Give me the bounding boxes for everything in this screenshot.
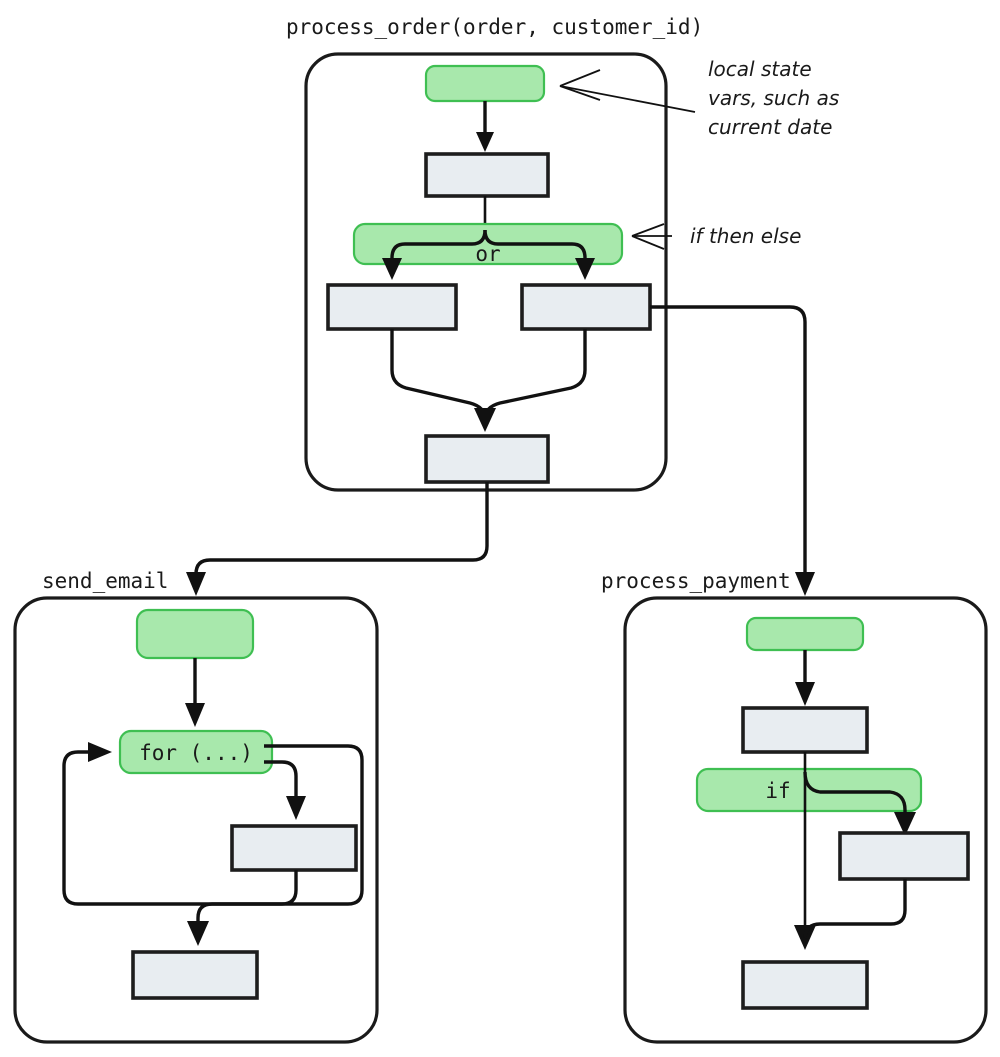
- node-pp-state[interactable]: [745, 616, 865, 652]
- node-se-after[interactable]: [131, 950, 259, 1000]
- node-po-then[interactable]: [326, 283, 458, 331]
- annot-local-state-line-1: local state: [708, 57, 812, 81]
- edge-po-branch-left: [390, 229, 487, 266]
- panel-title-send-email: send_email: [42, 569, 168, 593]
- annot-local-state-barb-lower: [559, 85, 601, 101]
- edge-se-loop-to-body: [264, 760, 298, 800]
- arrowhead-se-loop-to-body: [286, 796, 306, 820]
- arrowhead-to-process-payment: [795, 572, 815, 596]
- annot-ite-barb-lower: [631, 235, 665, 250]
- arrowhead-pp-state-to-stmt1: [795, 682, 815, 706]
- edge-po-then-to-join: [390, 329, 487, 420]
- edge-pp-cond-true: [803, 771, 907, 818]
- annot-local-state-line-2: vars, such as: [708, 86, 839, 110]
- node-po-else[interactable]: [520, 283, 652, 331]
- node-po-stmt-1[interactable]: [424, 152, 550, 198]
- edge-to-process-payment: [650, 305, 807, 580]
- node-se-body[interactable]: [230, 824, 358, 872]
- panel-process-payment: process_payment if: [601, 569, 988, 1044]
- arrowhead-pp-cond-true: [894, 812, 916, 836]
- annot-local-state-barb-upper: [559, 69, 601, 87]
- annotation-if-then-else: if then else: [631, 223, 801, 250]
- panel-title-process-payment: process_payment: [601, 569, 791, 593]
- node-po-branch[interactable]: [352, 222, 624, 266]
- node-se-state[interactable]: [135, 608, 255, 660]
- arrowhead-po-branch-left: [382, 258, 402, 280]
- edge-po-else-to-join: [483, 329, 587, 420]
- node-se-loop-label: for (...): [139, 741, 253, 765]
- panel-send-email: send_email for (...): [13, 569, 379, 1044]
- annot-if-then-else-text: if then else: [690, 224, 801, 248]
- node-se-loop[interactable]: [118, 729, 274, 775]
- arrowhead-po-join: [474, 408, 496, 432]
- node-pp-cond[interactable]: [695, 767, 923, 813]
- annot-ite-barb-upper: [631, 223, 665, 237]
- panel-title-process-order: process_order(order, customer_id): [286, 15, 703, 39]
- arrowhead-po-state-to-stmt1: [476, 132, 494, 152]
- arrowhead-po-branch-right: [575, 258, 595, 280]
- edge-se-loop-exit: [196, 744, 364, 928]
- node-pp-then[interactable]: [838, 831, 970, 881]
- panel-process-order: process_order(order, customer_id) or: [286, 15, 703, 492]
- edge-se-body-back-to-loop: [62, 750, 298, 906]
- annot-local-state-leader: [559, 85, 696, 113]
- node-pp-stmt-1[interactable]: [741, 706, 869, 754]
- arrowhead-se-state-to-loop: [185, 703, 205, 727]
- panel-frame-send-email: [13, 596, 379, 1044]
- arrowhead-to-send-email: [186, 572, 206, 596]
- annotation-local-state: local state vars, such as current date: [559, 57, 839, 139]
- edge-pp-then-rejoin: [803, 879, 907, 939]
- annot-local-state-line-3: current date: [708, 115, 832, 139]
- node-po-state[interactable]: [424, 64, 546, 103]
- panel-frame-process-payment: [623, 596, 988, 1044]
- node-pp-after[interactable]: [741, 960, 869, 1010]
- arrowhead-se-body-back-to-loop: [88, 742, 112, 762]
- edge-to-send-email: [194, 482, 489, 580]
- node-pp-cond-label: if: [765, 779, 790, 803]
- node-po-join[interactable]: [424, 434, 550, 484]
- arrowhead-se-loop-exit: [187, 921, 209, 946]
- node-po-branch-label: or: [475, 242, 500, 266]
- edge-po-branch-right: [483, 229, 587, 266]
